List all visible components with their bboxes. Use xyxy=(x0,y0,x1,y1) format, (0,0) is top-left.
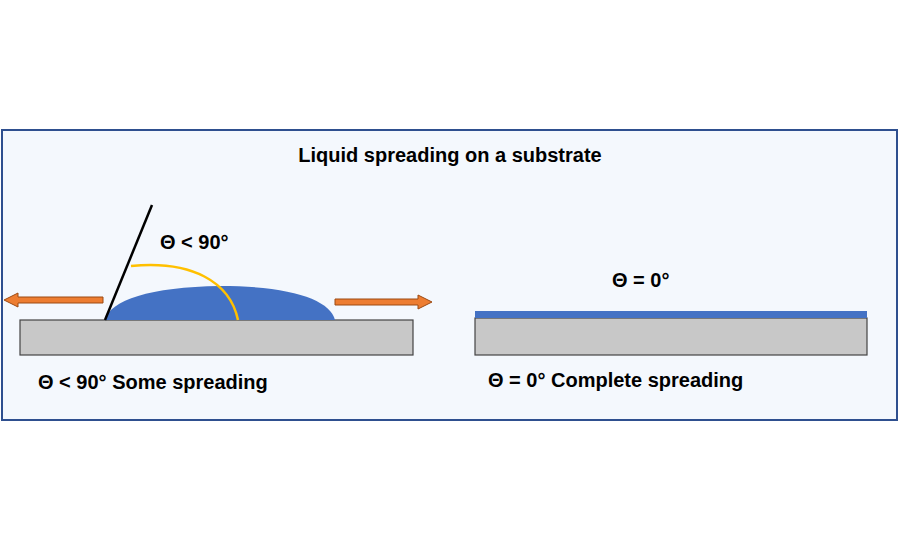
case-caption: Θ < 90° Some spreading xyxy=(38,370,268,394)
angle-arc xyxy=(131,265,238,320)
spread-arrow xyxy=(4,293,103,307)
liquid-drop xyxy=(105,286,335,320)
angle-label: Θ < 90° xyxy=(160,230,229,254)
case-caption: Θ = 0° Complete spreading xyxy=(488,368,743,392)
spread-arrow xyxy=(335,295,432,309)
panel xyxy=(2,130,897,420)
diagram-title: Liquid spreading on a substrate xyxy=(298,143,601,167)
angle-label: Θ = 0° xyxy=(612,268,669,292)
liquid-film xyxy=(475,311,867,318)
tangent-line xyxy=(105,205,152,320)
substrate xyxy=(475,318,867,355)
substrate xyxy=(20,320,413,355)
